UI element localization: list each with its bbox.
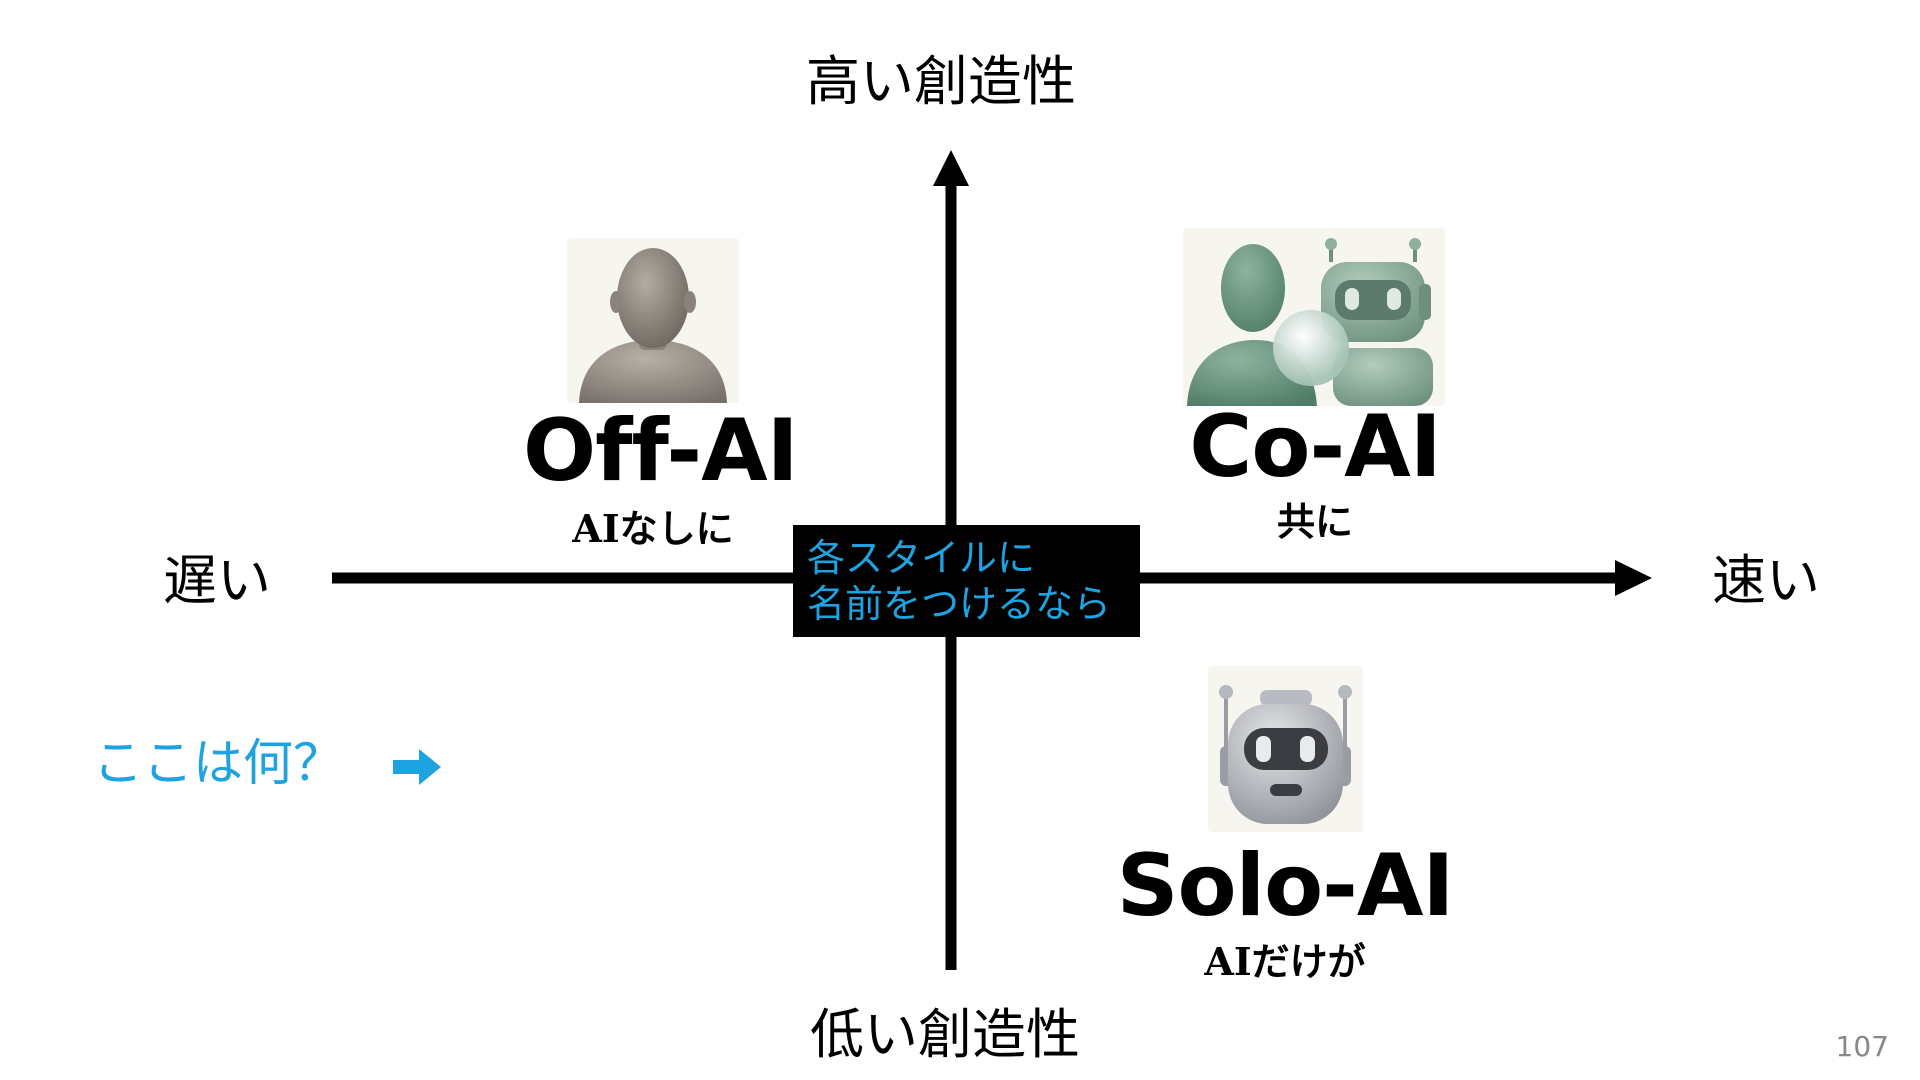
center-prompt-line2: 名前をつけるなら bbox=[807, 582, 1112, 626]
solo-ai-title: Solo-AI bbox=[1116, 836, 1455, 936]
question-text: ここは何？ bbox=[93, 734, 343, 792]
right-arrow-icon bbox=[393, 749, 441, 785]
co-ai-subtitle: 共に bbox=[1276, 499, 1353, 544]
center-prompt-line1: 各スタイルに bbox=[807, 536, 1036, 580]
person-and-robot-icon bbox=[1183, 228, 1445, 406]
left-axis-label: 遅い bbox=[163, 549, 271, 612]
center-prompt-box: 各スタイルに 名前をつけるなら bbox=[793, 525, 1140, 637]
vertical-axis-arrowhead bbox=[933, 150, 969, 186]
horizontal-axis-arrowhead bbox=[1615, 560, 1652, 596]
top-axis-label: 高い創造性 bbox=[806, 50, 1076, 113]
robot-icon bbox=[1208, 666, 1363, 832]
bottom-axis-label: 低い創造性 bbox=[810, 1003, 1080, 1066]
solo-ai-subtitle: AIだけが bbox=[1204, 939, 1366, 984]
person-icon bbox=[567, 238, 739, 403]
right-axis-label: 速い bbox=[1712, 549, 1820, 612]
co-ai-title: Co-AI bbox=[1189, 397, 1441, 497]
page-number: 107 bbox=[1835, 1030, 1889, 1063]
off-ai-title: Off-AI bbox=[523, 401, 799, 501]
off-ai-subtitle: AIなしに bbox=[572, 506, 734, 551]
